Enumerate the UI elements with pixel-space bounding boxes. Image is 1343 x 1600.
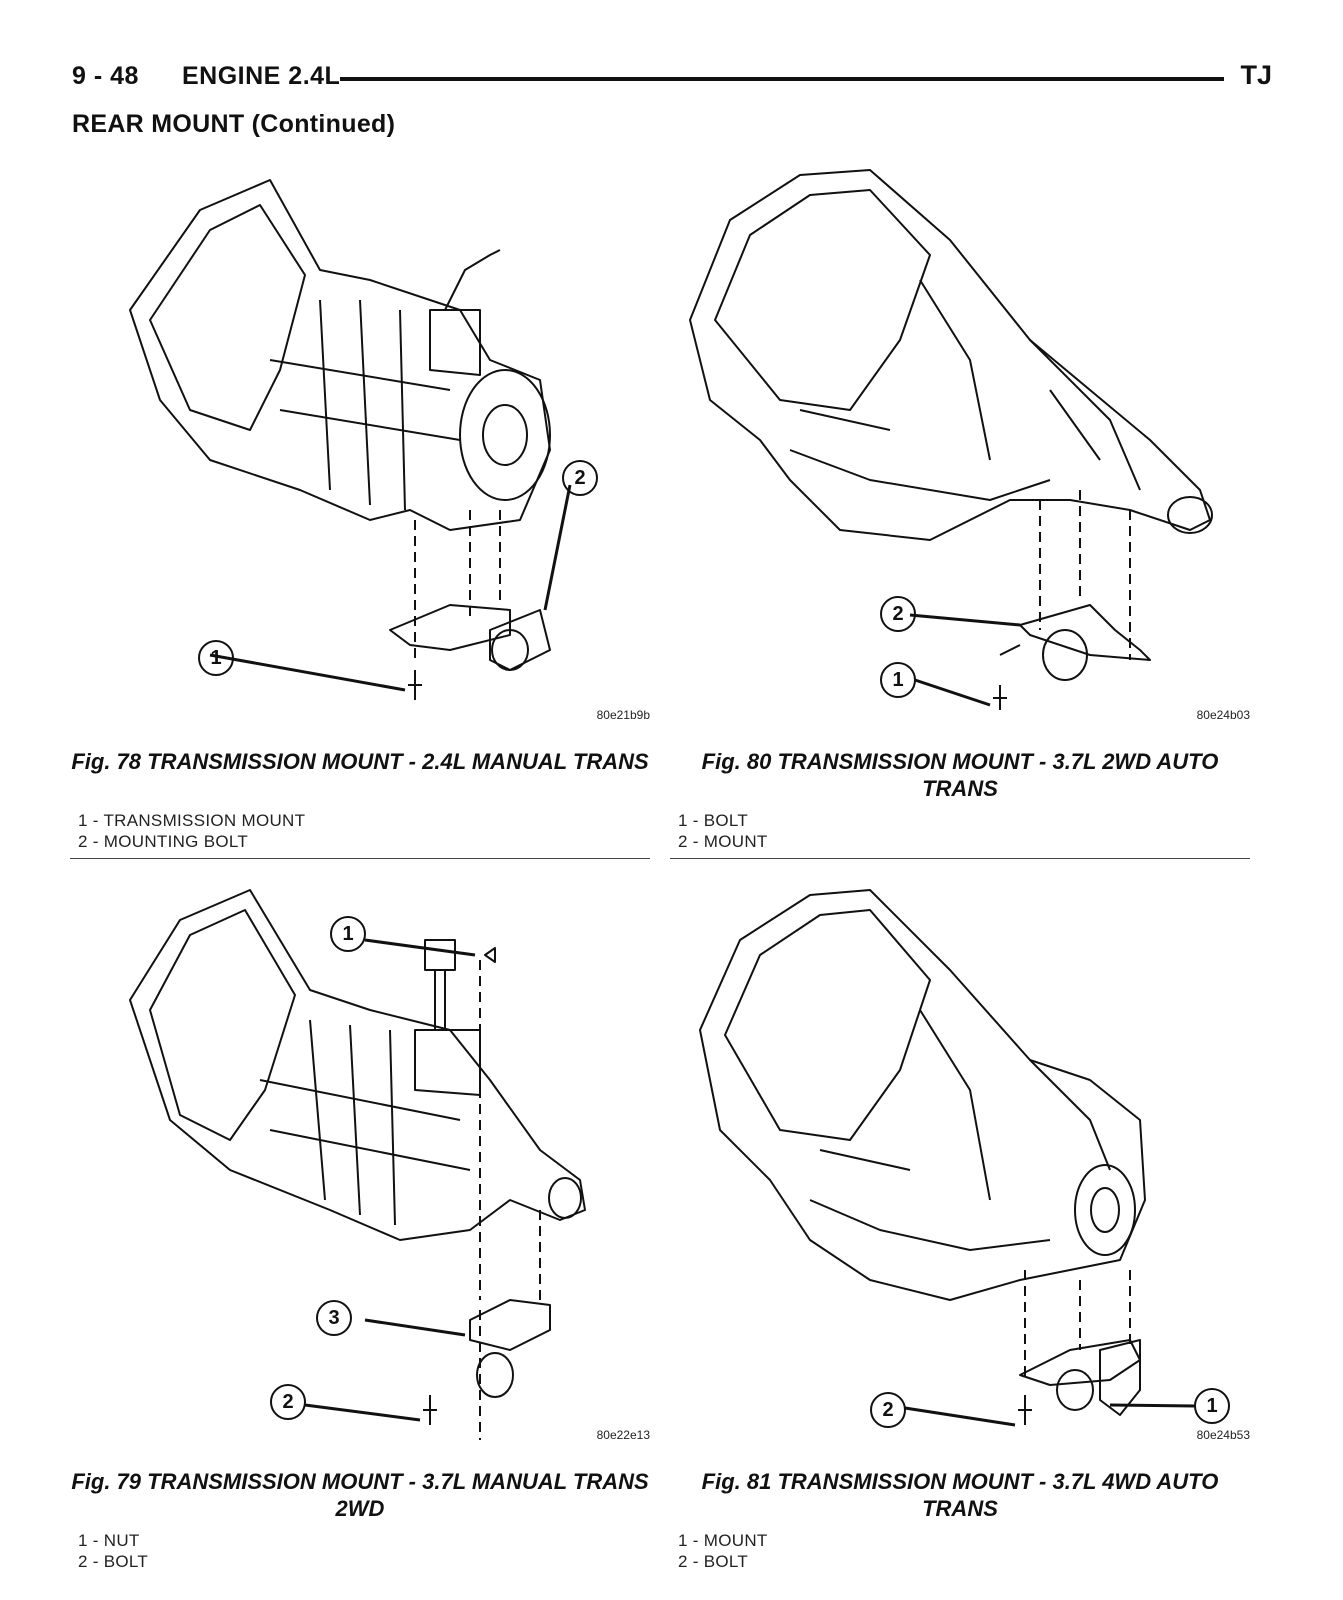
figure-78-illustration <box>129 179 572 700</box>
legend-item: 2 - BOLT <box>678 1552 749 1571</box>
callout-1: 1 <box>330 916 366 952</box>
callout-3: 3 <box>316 1300 352 1336</box>
chapter-title: ENGINE 2.4L <box>182 62 341 90</box>
callout-2: 2 <box>880 596 916 632</box>
section-title: REAR MOUNT (Continued) <box>72 110 396 138</box>
figure-legend: 1 - TRANSMISSION MOUNT 2 - MOUNTING BOLT <box>78 810 305 852</box>
figure-80: 2 1 80e24b03 Fig. 80 TRANSMISSION MOUNT … <box>670 160 1250 860</box>
callout-1: 1 <box>880 662 916 698</box>
figure-78: 1 2 80e21b9b Fig. 78 TRANSMISSION MOUNT … <box>70 160 650 860</box>
legend-item: 1 - TRANSMISSION MOUNT <box>78 811 306 830</box>
figure-code: 80e24b53 <box>1196 1428 1250 1442</box>
figure-81-illustration <box>699 889 1196 1427</box>
figure-code: 80e21b9b <box>596 708 650 722</box>
figure-caption: Fig. 80 TRANSMISSION MOUNT - 3.7L 2WD AU… <box>701 749 1219 801</box>
callout-2: 2 <box>870 1392 906 1428</box>
legend-item: 1 - NUT <box>78 1531 140 1550</box>
page-number: 9 - 48 <box>72 62 139 90</box>
legend-item: 1 - MOUNT <box>678 1531 768 1550</box>
legend-item: 1 - BOLT <box>678 811 749 830</box>
figure-separator <box>670 858 1250 859</box>
legend-item: 2 - BOLT <box>78 1552 149 1571</box>
model-code: TJ <box>1240 60 1272 90</box>
figure-code: 80e24b03 <box>1196 708 1250 722</box>
figure-legend: 1 - MOUNT 2 - BOLT <box>678 1530 768 1572</box>
figure-caption: Fig. 81 TRANSMISSION MOUNT - 3.7L 4WD AU… <box>701 1469 1219 1521</box>
figure-80-illustration <box>689 169 1213 710</box>
legend-item: 2 - MOUNT <box>678 832 768 851</box>
legend-item: 2 - MOUNTING BOLT <box>78 832 249 851</box>
figure-caption: Fig. 79 TRANSMISSION MOUNT - 3.7L MANUAL… <box>71 1469 649 1521</box>
callout-1: 1 <box>1194 1388 1230 1424</box>
header-rule <box>340 77 1224 81</box>
figure-separator <box>70 858 650 859</box>
figure-81: 2 1 80e24b53 Fig. 81 TRANSMISSION MOUNT … <box>670 880 1250 1600</box>
page-header: 9 - 48 ENGINE 2.4L TJ <box>72 58 1272 98</box>
figure-legend: 1 - BOLT 2 - MOUNT <box>678 810 768 852</box>
callout-1: 1 <box>198 640 234 676</box>
figure-code: 80e22e13 <box>596 1428 650 1442</box>
figure-79: 1 3 2 80e22e13 Fig. 79 TRANSMISSION MOUN… <box>70 880 650 1600</box>
callout-2: 2 <box>270 1384 306 1420</box>
figure-legend: 1 - NUT 2 - BOLT <box>78 1530 148 1572</box>
callout-2: 2 <box>562 460 598 496</box>
figure-caption: Fig. 78 TRANSMISSION MOUNT - 2.4L MANUAL… <box>71 749 649 774</box>
figure-79-illustration <box>129 889 586 1440</box>
